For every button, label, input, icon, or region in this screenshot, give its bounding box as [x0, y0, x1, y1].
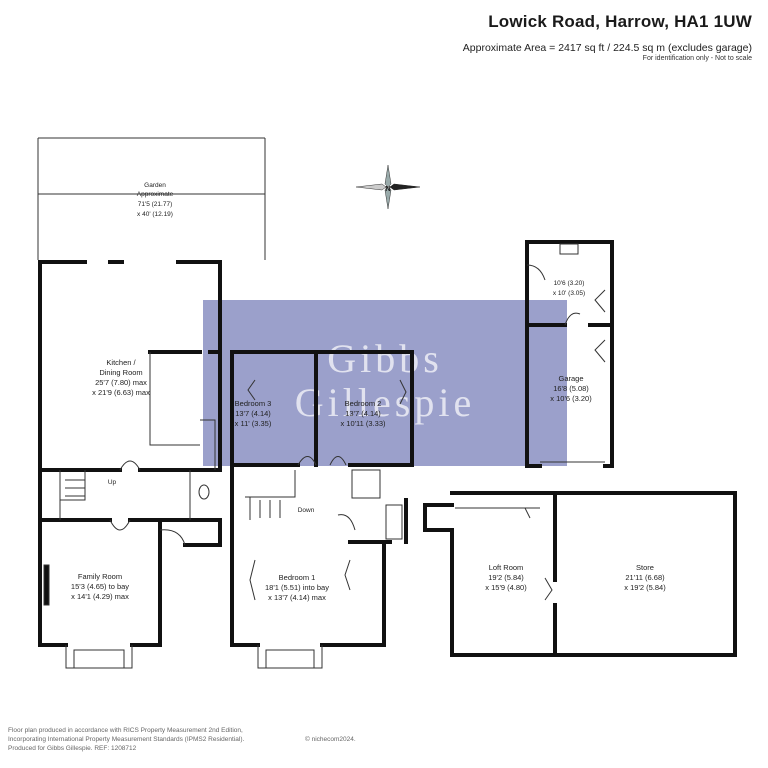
- stairs-down-label: Down: [298, 507, 315, 514]
- garden-label: Garden: [144, 182, 166, 189]
- utility-dim2: x 10' (3.05): [553, 290, 585, 297]
- footer-line2: Incorporating International Property Mea…: [8, 736, 245, 743]
- bedroom1-dim1: 18'1 (5.51) into bay: [265, 583, 329, 592]
- bedroom1-dim2: x 13'7 (4.14) max: [268, 593, 326, 602]
- garden-dim2: x 40' (12.19): [137, 211, 173, 218]
- garage-walls: [525, 240, 614, 468]
- kitchen-dim2: x 21'9 (6.63) max: [92, 388, 150, 397]
- garage-details: [526, 243, 606, 463]
- compass-north-label: N: [385, 184, 390, 193]
- utility-dim1: 10'6 (3.20): [554, 280, 585, 287]
- family-room-dim2: x 14'1 (4.29) max: [71, 592, 129, 601]
- family-room-dim1: 15'3 (4.65) to bay: [71, 582, 129, 591]
- watermark-line2: Gillespie: [295, 380, 475, 425]
- bedroom2-label: Bedroom 2: [345, 399, 382, 408]
- bedroom2-dim2: x 10'11 (3.33): [340, 419, 386, 428]
- approximate-area-text: Approximate Area = 2417 sq ft / 224.5 sq…: [462, 42, 752, 54]
- first-floor-walls: [230, 350, 414, 647]
- garden-sub-label: Approximate: [137, 191, 174, 198]
- store-dim1: 21'11 (6.68): [625, 573, 665, 582]
- loft-walls: [423, 491, 737, 657]
- footer-copyright: © nichecom2024.: [305, 736, 356, 743]
- store-label: Store: [636, 563, 654, 572]
- garden-dim1: 71'5 (21.77): [138, 201, 173, 208]
- first-floor-details: [245, 379, 407, 669]
- bedroom3-label: Bedroom 3: [235, 399, 272, 408]
- loft-room-dim1: 19'2 (5.84): [488, 573, 524, 582]
- family-room-label: Family Room: [78, 572, 122, 581]
- compass-icon: N: [355, 164, 421, 210]
- property-address-title: Lowick Road, Harrow, HA1 1UW: [488, 12, 752, 31]
- stairs-up-label: Up: [108, 479, 117, 486]
- identification-note: For identification only - Not to scale: [642, 55, 752, 62]
- store-dim2: x 19'2 (5.84): [624, 583, 666, 592]
- kitchen-label-2: Dining Room: [99, 368, 142, 377]
- bedroom2-dim1: 13'7 (4.14): [345, 409, 381, 418]
- kitchen-label: Kitchen /: [106, 358, 136, 367]
- loft-room-label: Loft Room: [489, 563, 524, 572]
- footer-line1: Floor plan produced in accordance with R…: [8, 727, 243, 734]
- garage-dim2: x 10'6 (3.20): [550, 394, 592, 403]
- watermark-line1: Gibbs: [327, 336, 443, 381]
- loft-room-dim2: x 15'9 (4.80): [485, 583, 527, 592]
- ground-floor-walls: [38, 260, 222, 647]
- watermark-band: [203, 300, 567, 466]
- garage-label: Garage: [558, 374, 583, 383]
- bedroom1-label: Bedroom 1: [279, 573, 316, 582]
- bedroom3-dim2: x 11' (3.35): [235, 419, 272, 428]
- kitchen-dim1: 25'7 (7.80) max: [95, 378, 147, 387]
- ground-floor-details: [43, 352, 216, 669]
- footer-line3: Produced for Gibbs Gillespie. REF: 12087…: [8, 745, 137, 752]
- garage-dim1: 16'8 (5.08): [553, 384, 589, 393]
- loft-details: [455, 507, 553, 601]
- garden-boundary: [37, 137, 266, 260]
- bedroom3-dim1: 13'7 (4.14): [235, 409, 271, 418]
